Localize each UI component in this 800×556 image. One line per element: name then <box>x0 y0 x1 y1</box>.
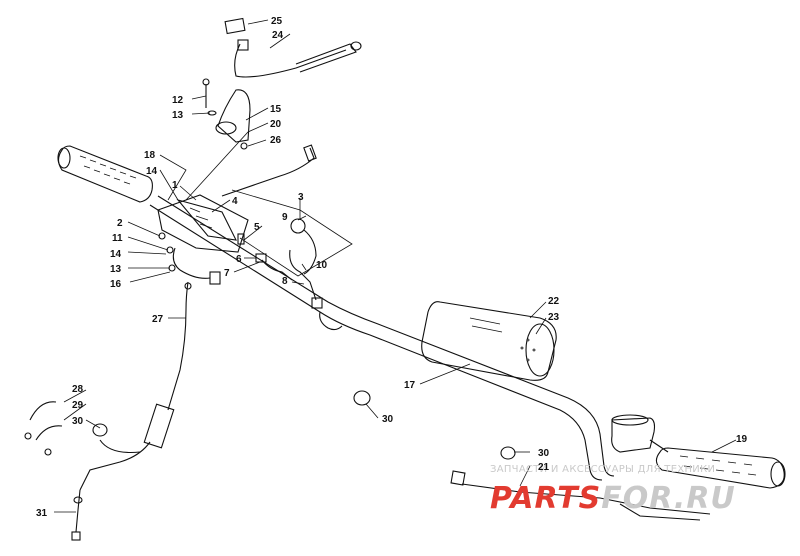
callout-7: 7 <box>224 268 230 279</box>
callout-1: 1 <box>172 180 178 191</box>
watermark-brand: PARTSFOR.RU <box>490 481 736 516</box>
callout-31: 31 <box>36 508 48 519</box>
callout-11: 11 <box>112 233 123 244</box>
callout-28: 28 <box>72 384 84 395</box>
switch-harness <box>261 218 323 309</box>
callout-16: 16 <box>110 279 122 290</box>
throttle-cable <box>71 281 192 541</box>
callout-14-top: 14 <box>146 166 158 177</box>
handlebar <box>149 195 615 481</box>
callout-29: 29 <box>72 400 84 411</box>
callout-9: 9 <box>282 212 288 223</box>
handlebar-pad <box>421 301 557 381</box>
callout-26: 26 <box>270 135 282 146</box>
callout-23: 23 <box>548 312 560 323</box>
control-housing <box>157 194 267 285</box>
right-grip <box>655 447 786 489</box>
callout-13-bottom: 13 <box>110 264 122 275</box>
callout-15: 15 <box>270 104 282 115</box>
callout-4: 4 <box>232 196 238 207</box>
watermark-brand-part1: PARTS <box>490 481 601 516</box>
top-harness <box>224 17 362 78</box>
callout-17: 17 <box>404 380 416 391</box>
master-cylinder <box>611 414 669 453</box>
callout-5: 5 <box>254 222 260 233</box>
callout-10: 10 <box>316 260 328 271</box>
watermark-tagline: ЗАПЧАСТИ И АКСЕССУАРЫ ДЛЯ ТЕХНИКИ <box>490 464 715 475</box>
callout-14-bottom: 14 <box>110 249 122 260</box>
callout-19: 19 <box>736 434 748 445</box>
watermark: ЗАПЧАСТИ И АКСЕССУАРЫ ДЛЯ ТЕХНИКИ PARTSF… <box>490 464 736 516</box>
callout-30-middle: 30 <box>382 414 394 425</box>
cable-ends-28-29 <box>24 401 63 456</box>
callout-30-right: 30 <box>538 448 550 459</box>
heater-wire <box>450 470 711 521</box>
left-grip <box>57 145 153 203</box>
callout-18: 18 <box>144 150 156 161</box>
assembly-box-3 <box>231 189 353 277</box>
callout-13-top: 13 <box>172 110 184 121</box>
callout-8: 8 <box>282 276 288 287</box>
clamps-30 <box>92 390 516 460</box>
callout-20: 20 <box>270 119 282 130</box>
callout-30-left: 30 <box>72 416 84 427</box>
callout-6: 6 <box>236 254 242 265</box>
callout-25: 25 <box>271 16 283 27</box>
callout-22: 22 <box>548 296 560 307</box>
brake-switch-wire <box>221 142 317 197</box>
leader-lines <box>54 19 737 513</box>
callout-2: 2 <box>117 218 123 229</box>
callouts: 25 24 12 13 15 20 26 18 14 1 3 4 2 9 5 1… <box>36 16 748 519</box>
callout-27: 27 <box>152 314 164 325</box>
brake-lever <box>202 78 251 143</box>
callout-21: 21 <box>538 462 550 473</box>
callout-12: 12 <box>172 95 184 106</box>
callout-3: 3 <box>298 192 304 203</box>
watermark-brand-part2: FOR.RU <box>601 481 736 516</box>
callout-24: 24 <box>272 30 284 41</box>
